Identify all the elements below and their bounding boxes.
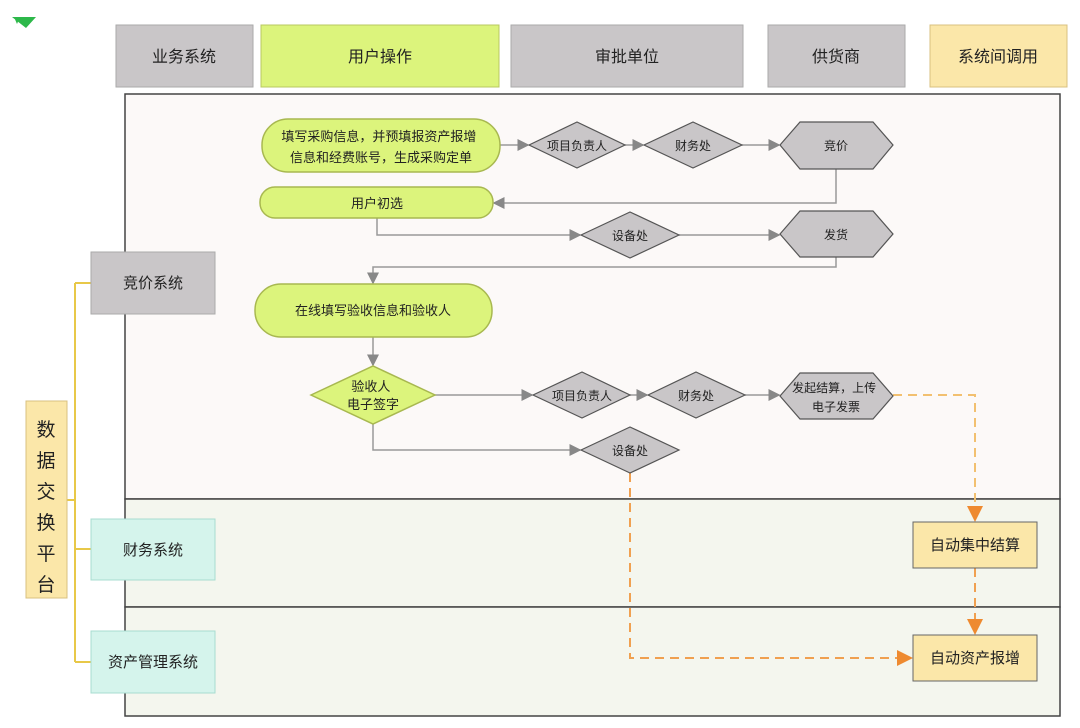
node-accept-info: 在线填写验收信息和验收人 xyxy=(295,303,451,319)
header-supplier: 供货商 xyxy=(812,47,860,66)
node-finance-1: 财务处 xyxy=(675,138,711,153)
system-finance: 财务系统 xyxy=(123,541,183,559)
header-approval: 审批单位 xyxy=(595,47,659,66)
logo-icon xyxy=(12,17,36,28)
node-settle: 发起结算，上传 电子发票 xyxy=(792,380,880,414)
node-fill-order: 填写采购信息，并预填报资产报增 信息和经费账号，生成采购定单 xyxy=(281,129,480,166)
node-user-select: 用户初选 xyxy=(351,196,403,212)
node-e-sign: 验收人 电子签字 xyxy=(347,379,399,413)
system-bidding: 竞价系统 xyxy=(123,274,183,292)
header-business: 业务系统 xyxy=(152,47,216,66)
system-asset: 资产管理系统 xyxy=(108,653,198,671)
node-bid: 竞价 xyxy=(824,139,848,153)
header-row: 业务系统 用户操作 审批单位 供货商 系统间调用 xyxy=(115,24,1068,88)
node-auto-asset: 自动资产报增 xyxy=(930,649,1020,667)
node-pm-1: 项目负责人 xyxy=(547,139,607,153)
node-ship: 发货 xyxy=(824,227,848,242)
header-user: 用户操作 xyxy=(348,47,412,66)
header-system-call: 系统间调用 xyxy=(958,47,1038,66)
node-pm-2: 项目负责人 xyxy=(552,389,612,403)
system-platform: 数据交换平台 xyxy=(36,419,55,596)
node-finance-2: 财务处 xyxy=(678,388,714,403)
platform-connector xyxy=(67,282,91,663)
node-equipment-2: 设备处 xyxy=(612,444,648,458)
node-equipment-1: 设备处 xyxy=(612,229,648,243)
node-auto-settle: 自动集中结算 xyxy=(930,536,1020,554)
